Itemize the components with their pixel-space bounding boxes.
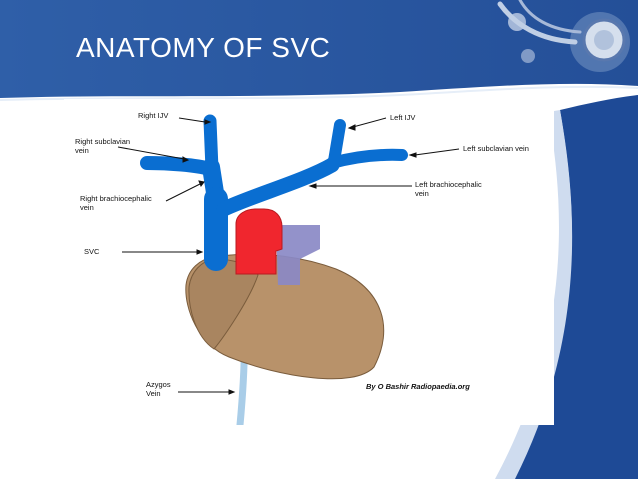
left-subclavian-vessel — [326, 148, 408, 169]
slide-title: ANATOMY OF SVC — [76, 32, 331, 63]
label-arrows — [117, 117, 460, 395]
title-band-highlight — [0, 85, 638, 101]
right-swoosh-band — [510, 95, 638, 479]
label-right-subclavian-vein: Right subclavian vein — [75, 137, 131, 155]
label-left-ijv: Left IJV — [390, 113, 416, 122]
label-left-brachiocephalic-vein: Left brachiocephalic vein — [415, 180, 482, 198]
left-brachiocephalic-vessel — [216, 157, 340, 217]
label-svc: SVC — [84, 247, 100, 256]
aorta — [235, 208, 283, 275]
title-band — [0, 0, 638, 98]
left-ijv-vessel — [328, 119, 346, 167]
pulmonary-artery — [276, 225, 320, 285]
label-left-subclavian-vein: Left subclavian vein — [463, 144, 529, 153]
diagram-credit: By O Bashir Radiopaedia.org — [366, 382, 470, 391]
stethoscope-icon — [497, 0, 630, 72]
label-azygos-vein: Azygos Vein — [146, 380, 171, 398]
right-subclavian-vessel — [140, 156, 217, 176]
diagram-drawing — [117, 114, 460, 425]
label-right-brachiocephalic-vein: Right brachiocephalic vein — [80, 194, 152, 212]
label-right-ijv: Right IJV — [138, 111, 169, 120]
svc-anatomy-diagram: Right IJV Right subclavian vein Right br… — [64, 99, 554, 425]
veins — [140, 114, 408, 271]
